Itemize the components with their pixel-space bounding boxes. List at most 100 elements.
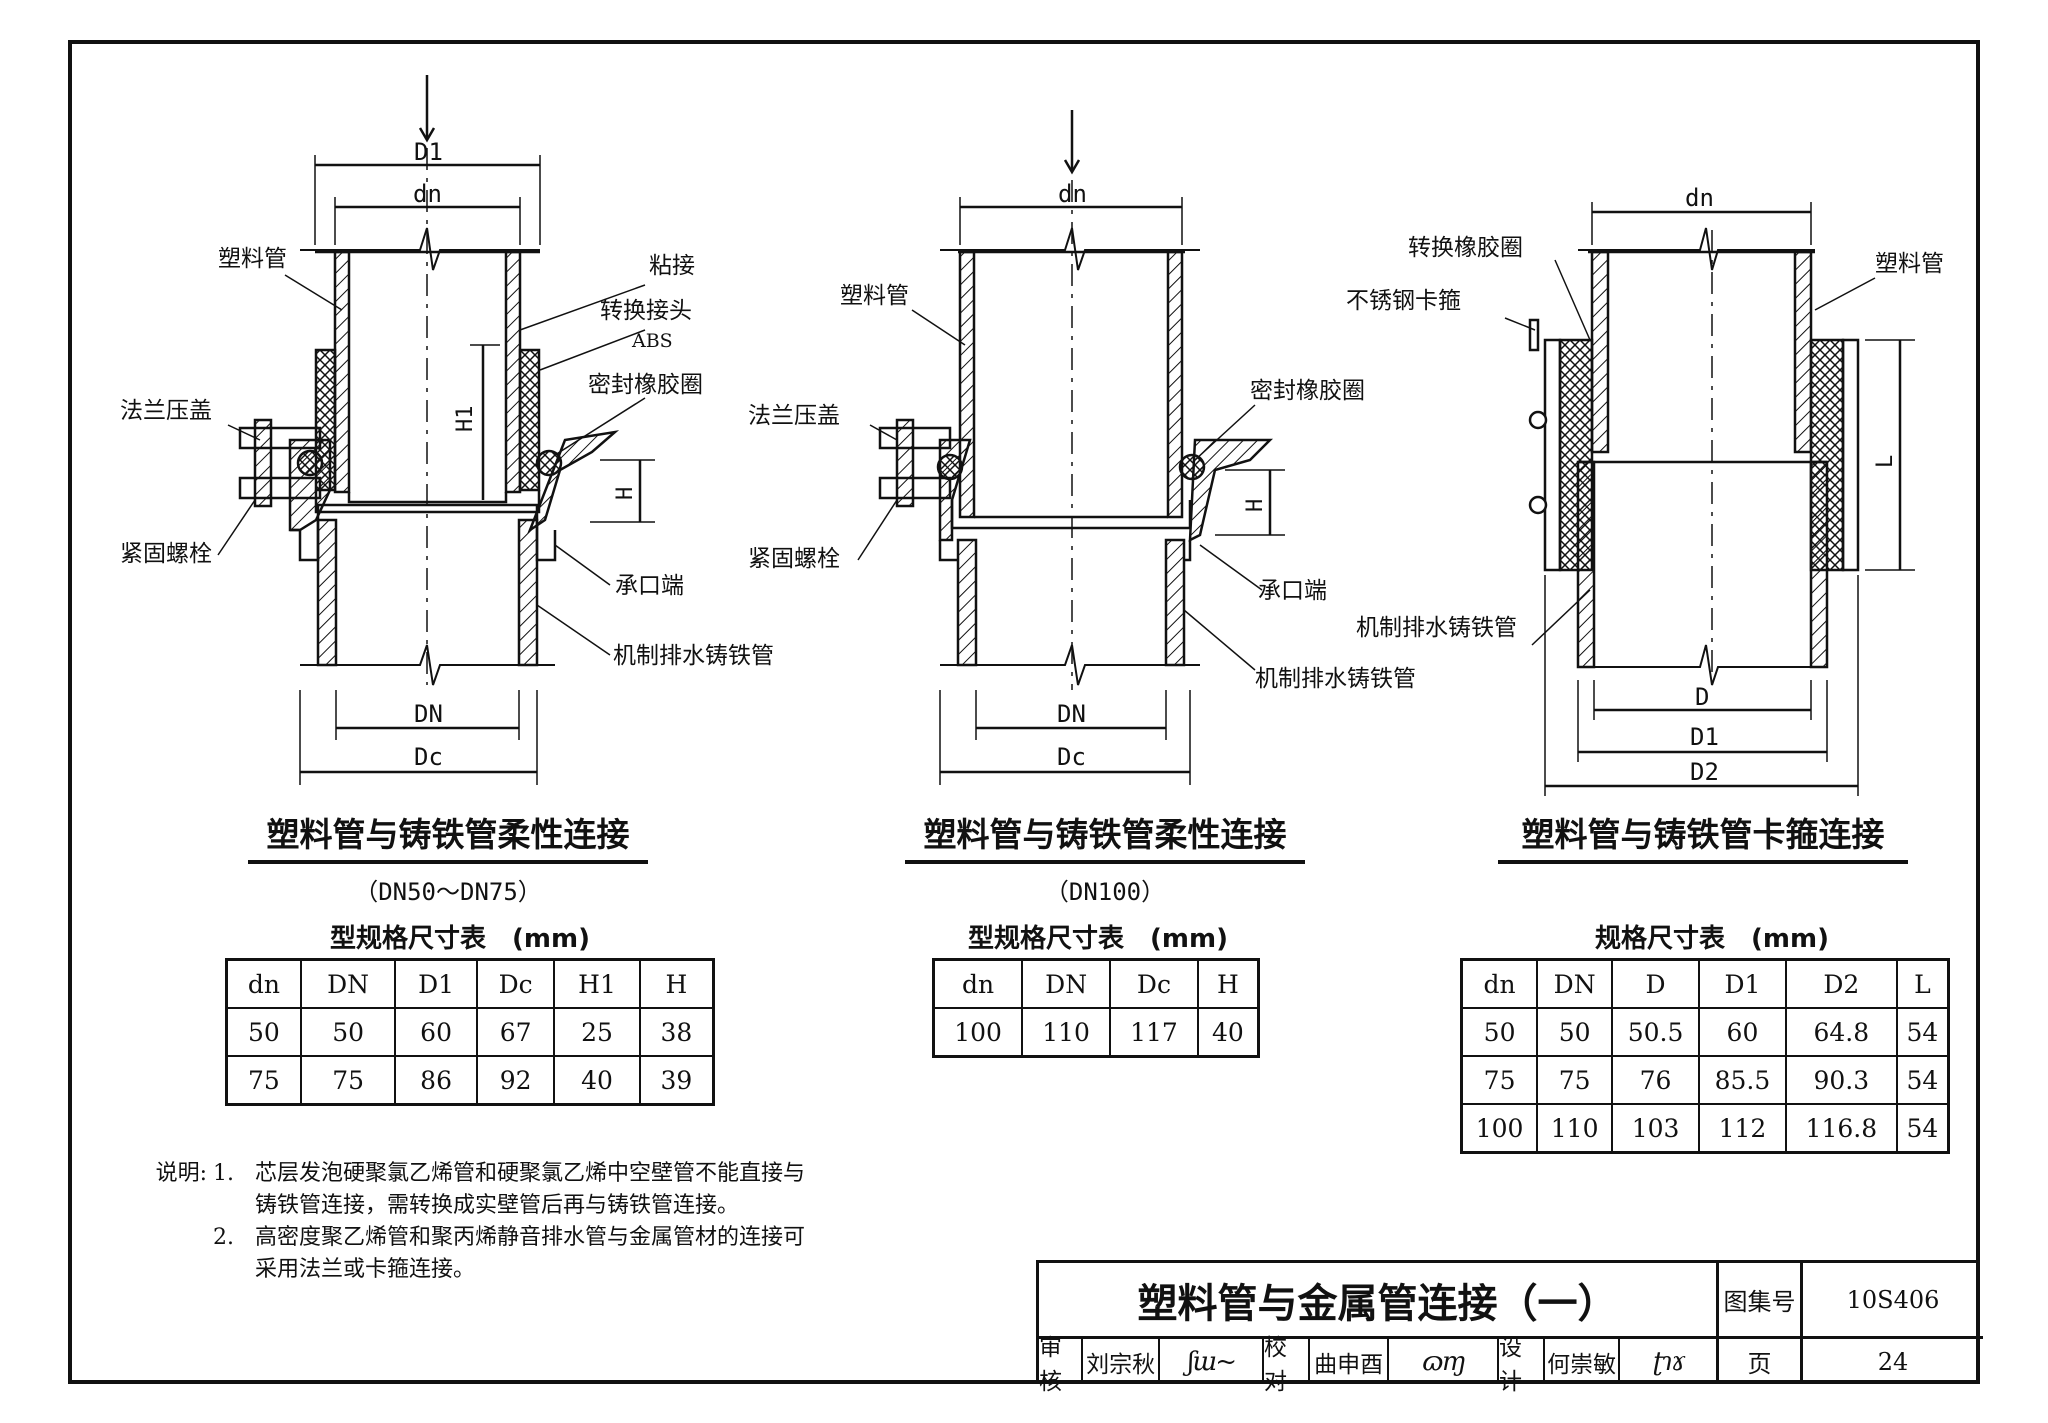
page-number: 24 bbox=[1877, 1347, 1909, 1376]
table-cell: 38 bbox=[638, 1007, 715, 1057]
diagram-3-clamp-joint bbox=[1504, 202, 1915, 796]
table-header-cell: H bbox=[1196, 958, 1260, 1009]
drawing-frame bbox=[68, 40, 1980, 1384]
label-socket-end-2: 承口端 bbox=[1258, 578, 1327, 604]
label-cast-iron-pipe-1: 机制排水铸铁管 bbox=[613, 643, 774, 669]
note-1-num: 1. bbox=[213, 1161, 234, 1186]
note-1-line-2: 铸铁管连接，需转换成实壁管后再与铸铁管连接。 bbox=[255, 1193, 740, 1218]
dim-D2-3: D2 bbox=[1690, 758, 1719, 786]
dim-DN-1: DN bbox=[414, 700, 443, 728]
title-block: 塑料管与金属管连接（一） 图集号 10S406 审核 刘宗秋 ʃɯ~ 校对 曲申… bbox=[1036, 1260, 1983, 1395]
label-cast-iron-pipe-3: 机制排水铸铁管 bbox=[1356, 615, 1517, 641]
review-label: 审核 bbox=[1039, 1335, 1083, 1395]
dim-Dc-2: Dc bbox=[1057, 743, 1086, 771]
caption-1: 塑料管与铸铁管柔性连接 bbox=[248, 808, 648, 864]
dim-D1-3: D1 bbox=[1690, 723, 1719, 751]
label-rubber-ring: 转换橡胶圈 bbox=[1408, 235, 1523, 261]
table-cell: 75 bbox=[1460, 1055, 1539, 1105]
table-header-cell: dn bbox=[225, 958, 302, 1009]
notes: 说明:1. 芯层发泡硬聚氯乙烯管和硬聚氯乙烯中空壁管不能直接与 铸铁管连接，需转换… bbox=[155, 1158, 805, 1286]
dim-dn-3: dn bbox=[1685, 184, 1714, 212]
table-header-cell: D1 bbox=[394, 958, 478, 1009]
reviewer-name: 刘宗秋 bbox=[1083, 1339, 1161, 1384]
table-cell: 100 bbox=[932, 1007, 1024, 1058]
table-header-cell: D2 bbox=[1784, 958, 1898, 1009]
table-header-cell: DN bbox=[299, 958, 397, 1009]
checker-name: 曲申酉 bbox=[1310, 1339, 1390, 1384]
checker-signature: ɷɱ bbox=[1389, 1339, 1499, 1384]
notes-prefix: 说明: bbox=[155, 1161, 207, 1186]
dim-DN-2: DN bbox=[1057, 700, 1086, 728]
label-adapter-material: ABS bbox=[632, 330, 673, 352]
diagram-2-flexible-joint-dn100 bbox=[857, 110, 1285, 785]
label-flange-cover-1: 法兰压盖 bbox=[120, 398, 212, 424]
dim-D1-1: D1 bbox=[414, 138, 443, 166]
label-flange-cover-2: 法兰压盖 bbox=[748, 403, 840, 429]
drawing-title: 塑料管与金属管连接（一） bbox=[1039, 1263, 1719, 1339]
caption-2: 塑料管与铸铁管柔性连接 bbox=[905, 808, 1305, 864]
table-cell: 110 bbox=[1536, 1103, 1614, 1154]
dim-dn-2: dn bbox=[1058, 180, 1087, 208]
table-header-cell: DN bbox=[1021, 958, 1112, 1009]
table-cell: 86 bbox=[394, 1055, 478, 1106]
table-cell: 92 bbox=[475, 1055, 556, 1106]
table-header-cell: DN bbox=[1536, 958, 1614, 1009]
label-socket-end-1: 承口端 bbox=[615, 573, 684, 599]
label-bolt-1: 紧固螺栓 bbox=[120, 541, 212, 567]
table-cell: 60 bbox=[394, 1007, 478, 1057]
table-cell: 54 bbox=[1895, 1007, 1950, 1057]
range-2: （DN100） bbox=[1044, 878, 1166, 906]
label-bonding: 粘接 bbox=[649, 253, 695, 279]
table-cell: 100 bbox=[1460, 1103, 1539, 1154]
note-1-line-1: 芯层发泡硬聚氯乙烯管和硬聚氯乙烯中空壁管不能直接与 bbox=[255, 1161, 806, 1186]
table-cell: 75 bbox=[225, 1055, 302, 1106]
label-clamp: 不锈钢卡箍 bbox=[1346, 288, 1461, 314]
page-label: 页 bbox=[1719, 1339, 1803, 1384]
table-cell: 110 bbox=[1021, 1007, 1112, 1058]
table-cell: 54 bbox=[1895, 1055, 1950, 1105]
dim-dn-1: dn bbox=[413, 180, 442, 208]
table-cell: 85.5 bbox=[1698, 1055, 1787, 1105]
table-cell: 76 bbox=[1611, 1055, 1700, 1105]
label-seal-ring-1: 密封橡胶圈 bbox=[588, 372, 703, 398]
table-header-cell: dn bbox=[1460, 958, 1539, 1009]
atlas-number: 10S406 bbox=[1803, 1263, 1983, 1339]
table-cell: 50 bbox=[225, 1007, 302, 1057]
table-cell: 50 bbox=[1536, 1007, 1614, 1057]
table-cell: 112 bbox=[1698, 1103, 1787, 1154]
table-cell: 60 bbox=[1698, 1007, 1787, 1057]
table-cell: 75 bbox=[1536, 1055, 1614, 1105]
table-title-3: 规格尺寸表 (mm) bbox=[1595, 924, 1829, 954]
atlas-label: 图集号 bbox=[1719, 1263, 1803, 1339]
reviewer-signature: ʃɯ~ bbox=[1160, 1339, 1265, 1384]
dim-L-3: L bbox=[1873, 454, 1898, 468]
label-seal-ring-2: 密封橡胶圈 bbox=[1250, 378, 1365, 404]
label-adapter: 转换接头 bbox=[600, 298, 692, 324]
table-cell: 25 bbox=[553, 1007, 641, 1057]
design-label: 设计 bbox=[1499, 1335, 1545, 1395]
table-cell: 50 bbox=[299, 1007, 397, 1057]
label-plastic-pipe-1: 塑料管 bbox=[218, 246, 287, 272]
dim-H-1: H bbox=[613, 486, 638, 500]
table-cell: 67 bbox=[475, 1007, 556, 1057]
table-header-cell: Dc bbox=[1109, 958, 1199, 1009]
caption-3: 塑料管与铸铁管卡箍连接 bbox=[1498, 808, 1908, 864]
table-cell: 64.8 bbox=[1784, 1007, 1898, 1057]
note-2-line-1: 高密度聚乙烯管和聚丙烯静音排水管与金属管材的连接可 bbox=[255, 1225, 806, 1250]
table-cell: 103 bbox=[1611, 1103, 1700, 1154]
table-cell: 40 bbox=[1196, 1007, 1260, 1058]
table-cell: 90.3 bbox=[1784, 1055, 1898, 1105]
label-bolt-2: 紧固螺栓 bbox=[748, 546, 840, 572]
table-header-cell: Dc bbox=[475, 958, 556, 1009]
